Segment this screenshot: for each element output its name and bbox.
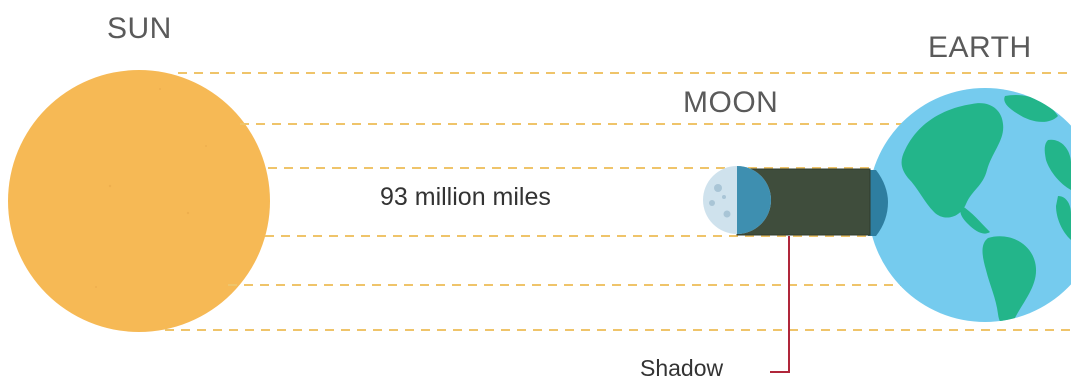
moon-label: MOON: [683, 86, 779, 119]
sun-disc: [8, 70, 270, 332]
shadow-label: Shadow: [640, 355, 724, 381]
shadow-pointer-line: [770, 236, 790, 373]
umbra-on-earth: [868, 170, 888, 236]
moon-craters: [709, 184, 731, 218]
distance-label: 93 million miles: [380, 183, 551, 211]
sun-texture: [95, 88, 207, 288]
earth-globe: [868, 88, 1071, 322]
earth-label: EARTH: [928, 31, 1032, 64]
sun-label: SUN: [107, 12, 172, 45]
